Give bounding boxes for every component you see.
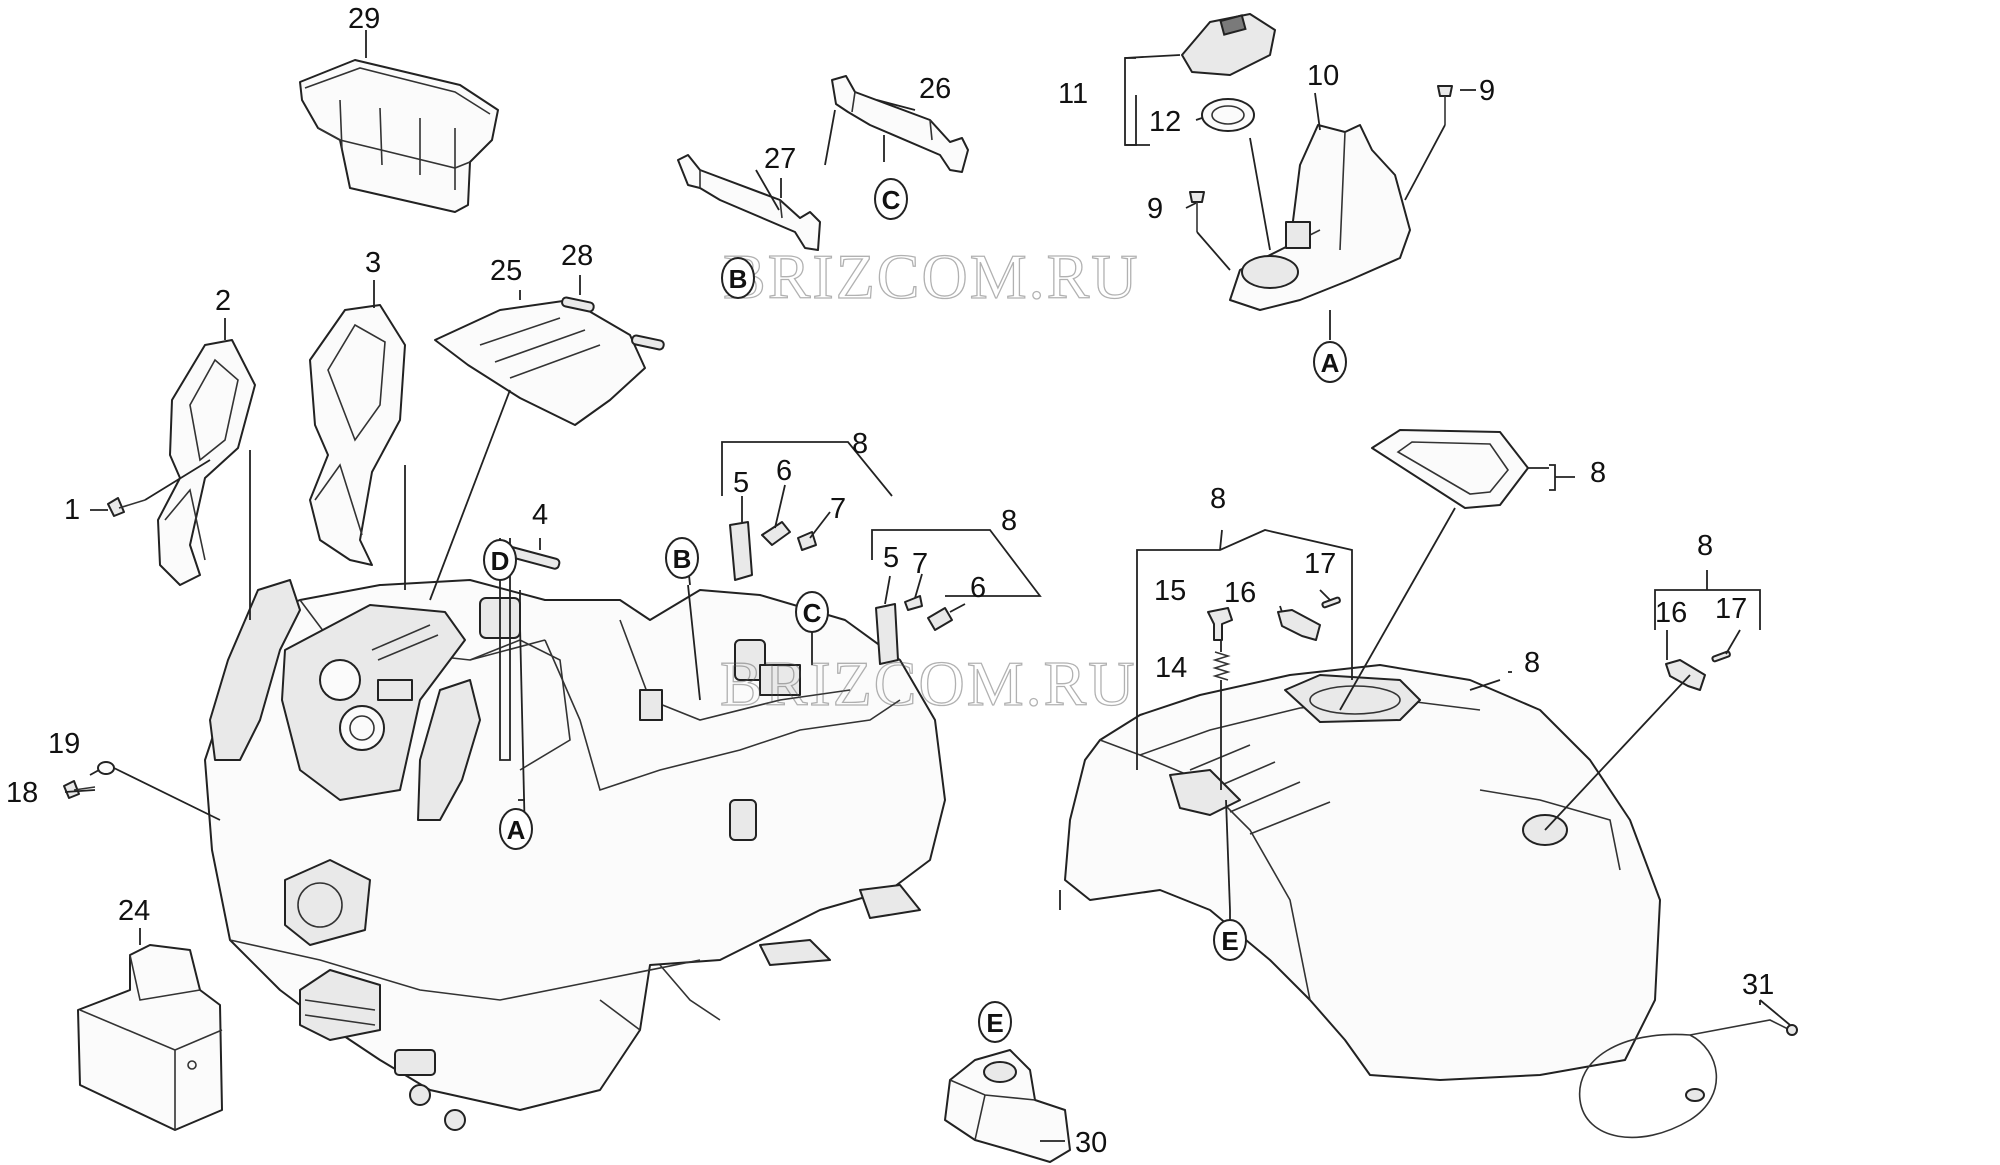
part-27-bracket	[677, 154, 821, 251]
part-19-washer	[97, 761, 115, 775]
ref-letter-a-top: A	[1313, 341, 1347, 383]
svg-text:E: E	[1221, 926, 1238, 956]
ref-letter-a-body: A	[499, 808, 533, 850]
callout-16-left: 16	[1224, 577, 1256, 609]
callout-8-hood-set: 8	[1210, 483, 1226, 515]
callout-5-right: 5	[883, 542, 899, 574]
part-1-screw	[107, 497, 146, 517]
svg-text:B: B	[673, 544, 692, 574]
leader-lines	[64, 30, 1791, 1142]
callout-27: 27	[764, 143, 796, 175]
part-15-cap	[1207, 607, 1233, 641]
svg-text:C: C	[803, 598, 822, 628]
part-16-17-clip-left	[1277, 596, 1341, 641]
part-26-bracket	[831, 75, 969, 173]
callout-24: 24	[118, 895, 150, 927]
svg-text:D: D	[491, 546, 510, 576]
part-10-holder	[1229, 124, 1411, 311]
callout-10: 10	[1307, 60, 1339, 92]
callout-8-hood: 8	[1524, 647, 1540, 679]
callout-numbers: 29 26 27 11 12 10 9 9 2 3 25 28 1 4 8 5 …	[6, 3, 1774, 1159]
callout-5-left: 5	[733, 467, 749, 499]
ref-letter-e-part30: E	[978, 1001, 1012, 1043]
svg-text:B: B	[729, 264, 748, 294]
callout-3: 3	[365, 247, 381, 279]
callout-9-right: 9	[1479, 75, 1495, 107]
part-25-cover-plate	[434, 299, 646, 426]
ref-letter-c-body: C	[795, 591, 829, 633]
part-24-battery-box	[77, 944, 223, 1131]
callout-2: 2	[215, 285, 231, 317]
part-31-cable	[1578, 1019, 1798, 1139]
callout-8-latch-left: 8	[852, 428, 868, 460]
main-body-housing	[204, 579, 946, 1131]
callout-26: 26	[919, 73, 951, 105]
part-29-tray	[299, 59, 499, 213]
ref-letter-c-top: C	[874, 178, 908, 220]
callout-19: 19	[48, 728, 80, 760]
callout-25: 25	[490, 255, 522, 287]
part-5-6-7-latch-set-left	[729, 521, 817, 581]
callout-1: 1	[64, 494, 80, 526]
part-28-pins	[561, 296, 665, 351]
callout-4: 4	[532, 499, 548, 531]
callout-29: 29	[348, 3, 380, 35]
callout-9-left: 9	[1147, 193, 1163, 225]
part-8-seal-plate	[1371, 429, 1529, 509]
svg-text:C: C	[882, 185, 901, 215]
ref-letter-b-top: B	[721, 257, 755, 299]
ref-letter-e-hood: E	[1213, 919, 1247, 961]
callout-14: 14	[1155, 652, 1187, 684]
part-5-6-7-latch-set-right	[875, 595, 953, 665]
callout-31: 31	[1742, 969, 1774, 1001]
ref-letter-d-body: D	[483, 539, 517, 581]
callout-12: 12	[1149, 106, 1181, 138]
callout-17-left: 17	[1304, 548, 1336, 580]
callout-11: 11	[1058, 78, 1088, 110]
watermark-middle: BRIZCOM.RU	[720, 648, 1137, 719]
part-16-17-clip-right	[1665, 650, 1731, 691]
part-12-seal-ring	[1201, 98, 1255, 132]
callout-18: 18	[6, 777, 38, 809]
svg-text:A: A	[1321, 348, 1340, 378]
part-3-handle	[309, 304, 406, 566]
callout-8-latch-right: 8	[1001, 505, 1017, 537]
ref-letter-b-body: B	[665, 537, 699, 579]
callout-6-right: 6	[970, 572, 986, 604]
callout-15: 15	[1154, 575, 1186, 607]
part-14-spring	[1212, 651, 1231, 681]
callout-7-right: 7	[912, 548, 928, 580]
svg-text:E: E	[986, 1008, 1003, 1038]
callout-30: 30	[1075, 1127, 1107, 1159]
part-9-screws	[1189, 85, 1453, 232]
callout-7-left: 7	[830, 493, 846, 525]
callout-6-left: 6	[776, 455, 792, 487]
watermark-top: BRIZCOM.RU	[723, 241, 1140, 312]
part-18-screw	[63, 780, 96, 799]
callout-17-right: 17	[1715, 593, 1747, 625]
callout-8-clip-set: 8	[1697, 530, 1713, 562]
part-11-cap	[1181, 13, 1276, 76]
part-8-hood-cover	[1064, 664, 1661, 1081]
callout-8-seal: 8	[1590, 457, 1606, 489]
callout-16-right: 16	[1655, 597, 1687, 629]
svg-text:A: A	[507, 815, 526, 845]
part-30-sensor-holder	[944, 1049, 1071, 1163]
callout-28: 28	[561, 240, 593, 272]
